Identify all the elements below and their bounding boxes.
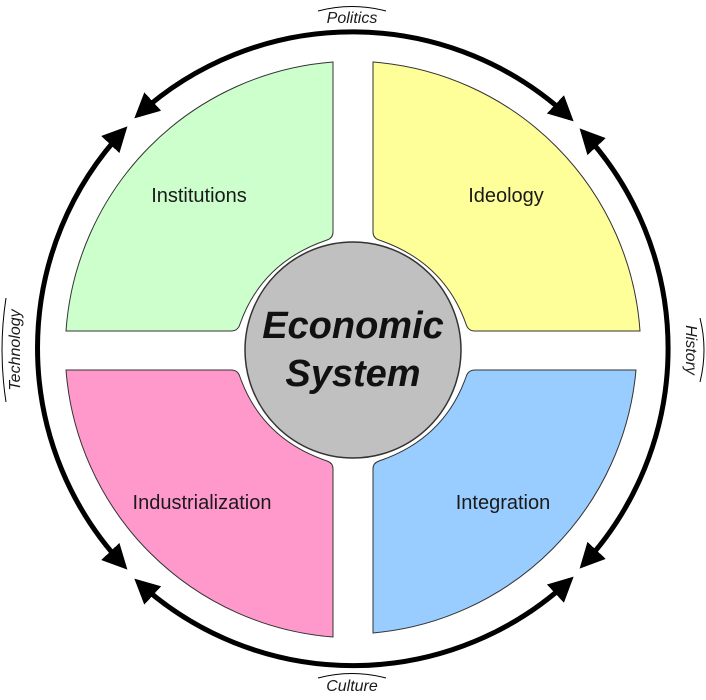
label-culture: Culture [326, 678, 378, 695]
label-technology: Technology [7, 308, 24, 390]
outer-label-left: Technology [1, 297, 24, 403]
quadrant-integration [372, 369, 637, 634]
ring-arc-right [579, 128, 671, 569]
ring-arc-left [35, 126, 128, 570]
ring-arc-top [134, 29, 574, 122]
label-overline-right [699, 317, 705, 383]
label-politics: Politics [327, 10, 378, 27]
quadrant-institutions [65, 61, 334, 332]
outer-label-right: History [682, 317, 705, 383]
label-overline-top [317, 6, 387, 12]
center-circle [244, 241, 462, 459]
center-label-line1: Economic [262, 305, 444, 347]
outer-label-bottom: Culture [317, 673, 387, 695]
center-label-line2: System [285, 353, 420, 395]
label-overline-left [1, 297, 7, 403]
label-institutions: Institutions [151, 185, 247, 207]
label-integration: Integration [456, 492, 551, 514]
label-industrialization: Industrialization [133, 492, 272, 514]
label-history: History [682, 325, 699, 376]
quadrant-ideology [372, 61, 641, 332]
label-overline-bottom [317, 673, 387, 679]
quadrant-industrialization [65, 369, 334, 638]
outer-ring [35, 29, 671, 669]
ring-arc-bottom [134, 576, 574, 669]
outer-label-top: Politics [317, 6, 387, 27]
label-ideology: Ideology [468, 185, 544, 207]
